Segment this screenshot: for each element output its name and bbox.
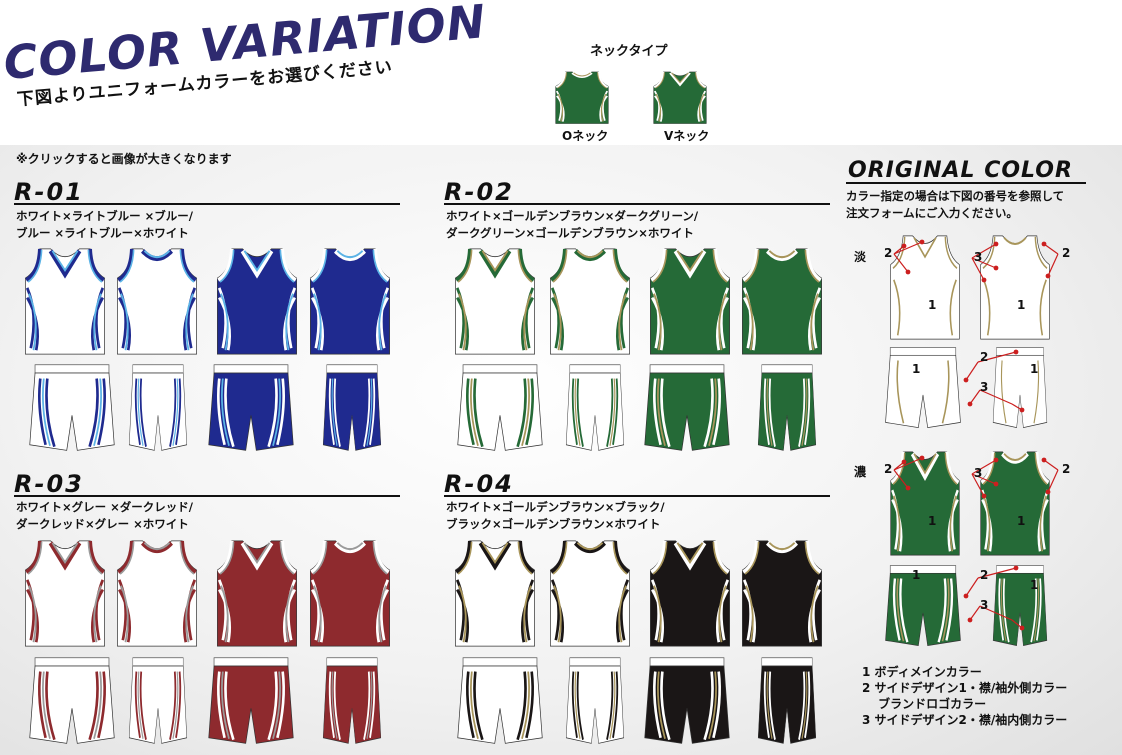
- r02-dark-shorts-back[interactable]: [757, 362, 817, 454]
- r04-light-shorts-front[interactable]: [456, 655, 544, 747]
- callout-lines: [893, 241, 1059, 629]
- r02-dark-jersey-front[interactable]: [645, 245, 735, 357]
- callout-number-1: 1: [1030, 362, 1039, 376]
- r03-dark-shorts-back[interactable]: [322, 655, 382, 747]
- dark-label: 濃: [854, 465, 867, 479]
- r01-light-shorts-back[interactable]: [128, 362, 188, 454]
- click-note: ※クリックすると画像が大きくなります: [16, 152, 232, 166]
- r03-dark-jersey-back[interactable]: [305, 537, 395, 649]
- r02-light-jersey-front[interactable]: [450, 245, 540, 357]
- desc-line: ブルー ×ライトブルー×ホワイト: [16, 226, 189, 240]
- original-light-shorts-front[interactable]: [884, 345, 962, 431]
- r04-light-jersey-back[interactable]: [545, 537, 635, 649]
- legend-item-2: 2 サイドデザイン1・襟/袖外側カラー: [862, 681, 1068, 695]
- original-color-title: ORIGINAL COLOR: [848, 158, 1073, 183]
- callout-number-1: 1: [928, 514, 937, 528]
- r03-light-shorts-back[interactable]: [128, 655, 188, 747]
- variation-code-r02: R-02: [444, 178, 514, 206]
- original-light-jersey-front[interactable]: [886, 232, 964, 342]
- divider: [846, 182, 1086, 184]
- callout-number-2: 2: [980, 568, 989, 582]
- r04-light-jersey-front[interactable]: [450, 537, 540, 649]
- callout-number-1: 1: [928, 298, 937, 312]
- callout-number-1: 1: [1017, 298, 1026, 312]
- r02-dark-jersey-back[interactable]: [737, 245, 827, 357]
- r02-dark-shorts-front[interactable]: [643, 362, 731, 454]
- color-legend: 1 ボディメインカラー 2 サイドデザイン1・襟/袖外側カラー ブランドロゴカラ…: [862, 664, 1067, 728]
- variation-desc-r02: ホワイト×ゴールデンブラウン×ダークグリーン/ ダークグリーン×ゴールデンブラウ…: [446, 208, 698, 242]
- callout-number-2: 2: [884, 246, 893, 260]
- legend-item-1: 1 ボディメインカラー: [862, 665, 982, 679]
- o-neck-label: Oネック: [562, 129, 609, 143]
- r04-dark-shorts-back[interactable]: [757, 655, 817, 747]
- r04-dark-jersey-back[interactable]: [737, 537, 827, 649]
- variation-desc-r01: ホワイト×ライトブルー ×ブルー/ ブルー ×ライトブルー×ホワイト: [16, 208, 193, 242]
- legend-item-3: 3 サイドデザイン2・襟/袖内側カラー: [862, 713, 1068, 727]
- desc-line: ホワイト×ライトブルー ×ブルー/: [16, 209, 193, 223]
- desc-line: ダークレッド×グレー ×ホワイト: [16, 517, 189, 531]
- callout-number-1: 1: [912, 362, 921, 376]
- original-dark-shorts-back[interactable]: [992, 563, 1048, 649]
- light-label: 淡: [854, 250, 867, 264]
- callout-number-1: 1: [912, 568, 921, 582]
- callout-number-2: 2: [884, 462, 893, 476]
- original-dark-jersey-front[interactable]: [886, 448, 964, 558]
- variation-code-r01: R-01: [14, 178, 84, 206]
- r04-dark-jersey-front[interactable]: [645, 537, 735, 649]
- variation-code-r03: R-03: [14, 470, 84, 498]
- desc-line: ブラック×ゴールデンブラウン×ホワイト: [446, 517, 661, 531]
- desc-line: ホワイト×グレー ×ダークレッド/: [16, 500, 193, 514]
- callout-number-2: 2: [1062, 462, 1071, 476]
- r04-light-shorts-back[interactable]: [565, 655, 625, 747]
- r02-light-shorts-back[interactable]: [565, 362, 625, 454]
- v-neck-label: Vネック: [664, 129, 710, 143]
- variation-desc-r03: ホワイト×グレー ×ダークレッド/ ダークレッド×グレー ×ホワイト: [16, 499, 193, 533]
- r03-light-jersey-back[interactable]: [112, 537, 202, 649]
- r03-light-jersey-front[interactable]: [20, 537, 110, 649]
- callout-number-2: 2: [1062, 246, 1071, 260]
- neck-type-title: ネックタイプ: [590, 44, 668, 59]
- r01-light-jersey-back[interactable]: [112, 245, 202, 357]
- r01-dark-shorts-back[interactable]: [322, 362, 382, 454]
- r01-light-shorts-front[interactable]: [28, 362, 116, 454]
- original-light-shorts-back[interactable]: [992, 345, 1048, 431]
- r03-dark-jersey-front[interactable]: [212, 537, 302, 649]
- divider: [444, 203, 830, 205]
- desc-line: ホワイト×ゴールデンブラウン×ブラック/: [446, 500, 665, 514]
- r01-dark-jersey-back[interactable]: [305, 245, 395, 357]
- original-light-jersey-back[interactable]: [976, 232, 1054, 342]
- divider: [444, 495, 830, 497]
- r04-dark-shorts-front[interactable]: [643, 655, 731, 747]
- r03-light-shorts-front[interactable]: [28, 655, 116, 747]
- legend-item-2-sub: ブランドロゴカラー: [862, 697, 987, 711]
- callout-overlay: [893, 239, 1059, 631]
- original-color-desc: カラー指定の場合は下図の番号を参照して 注文フォームにご入力ください。: [846, 188, 1064, 222]
- callout-number-3: 3: [974, 466, 983, 480]
- o-neck-jersey[interactable]: [552, 70, 612, 125]
- r02-light-jersey-back[interactable]: [545, 245, 635, 357]
- r01-dark-shorts-front[interactable]: [207, 362, 295, 454]
- v-neck-jersey[interactable]: [650, 70, 710, 125]
- variation-code-r04: R-04: [444, 470, 514, 498]
- callout-number-1: 1: [1017, 514, 1026, 528]
- callout-number-2: 2: [980, 350, 989, 364]
- callout-number-3: 3: [974, 250, 983, 264]
- callout-number-3: 3: [980, 380, 989, 394]
- original-dark-shorts-front[interactable]: [884, 563, 962, 649]
- desc-line: 注文フォームにご入力ください。: [846, 206, 1018, 220]
- callout-number-1: 1: [1030, 578, 1039, 592]
- desc-line: ホワイト×ゴールデンブラウン×ダークグリーン/: [446, 209, 699, 223]
- original-dark-jersey-back[interactable]: [976, 448, 1054, 558]
- desc-line: カラー指定の場合は下図の番号を参照して: [846, 189, 1065, 203]
- callout-number-3: 3: [980, 598, 989, 612]
- r01-dark-jersey-front[interactable]: [212, 245, 302, 357]
- r03-dark-shorts-front[interactable]: [207, 655, 295, 747]
- divider: [14, 495, 400, 497]
- callout-markers: [901, 239, 1051, 631]
- variation-desc-r04: ホワイト×ゴールデンブラウン×ブラック/ ブラック×ゴールデンブラウン×ホワイト: [446, 499, 665, 533]
- desc-line: ダークグリーン×ゴールデンブラウン×ホワイト: [446, 226, 694, 240]
- divider: [14, 203, 400, 205]
- r01-light-jersey-front[interactable]: [20, 245, 110, 357]
- r02-light-shorts-front[interactable]: [456, 362, 544, 454]
